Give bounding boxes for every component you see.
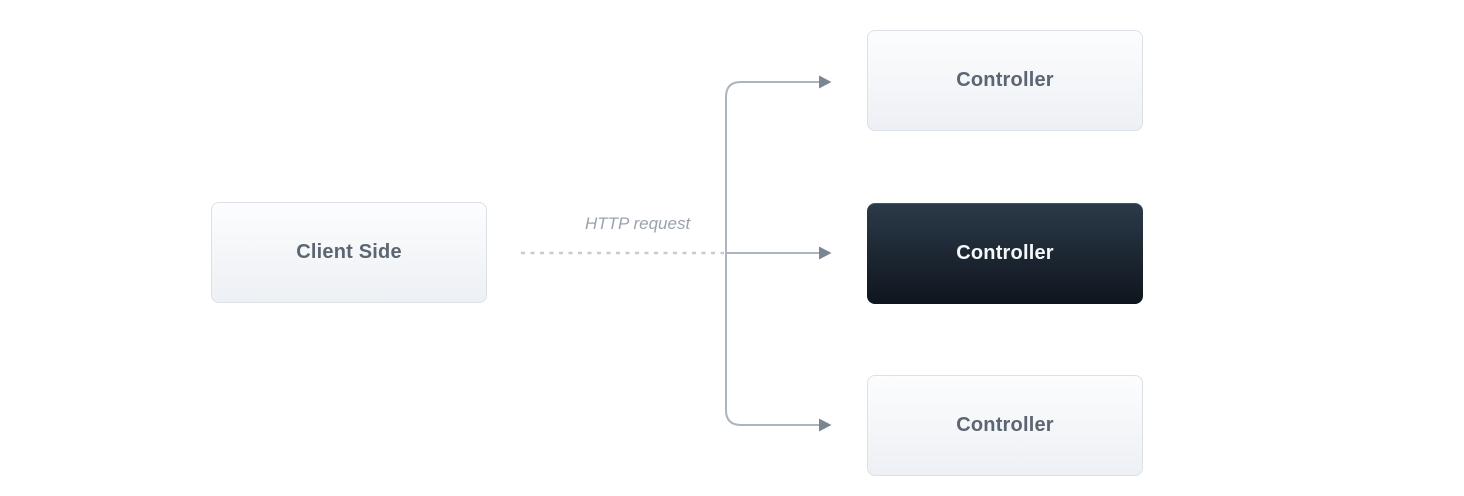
- controller-label-top: Controller: [956, 69, 1054, 91]
- arrow-icon-top: [819, 75, 832, 89]
- controller-node-bottom: Controller: [867, 375, 1143, 476]
- http-request-label: HTTP request: [585, 214, 691, 233]
- controller-node-top: Controller: [867, 30, 1143, 131]
- arrow-icon-middle: [819, 246, 832, 260]
- controller-label-bottom: Controller: [956, 414, 1054, 436]
- controller-label-middle: Controller: [956, 242, 1054, 264]
- controller-node-middle: Controller: [867, 203, 1143, 304]
- arrow-icon-bottom: [819, 418, 832, 432]
- client-side-label: Client Side: [296, 241, 402, 263]
- client-side-node: Client Side: [211, 202, 487, 303]
